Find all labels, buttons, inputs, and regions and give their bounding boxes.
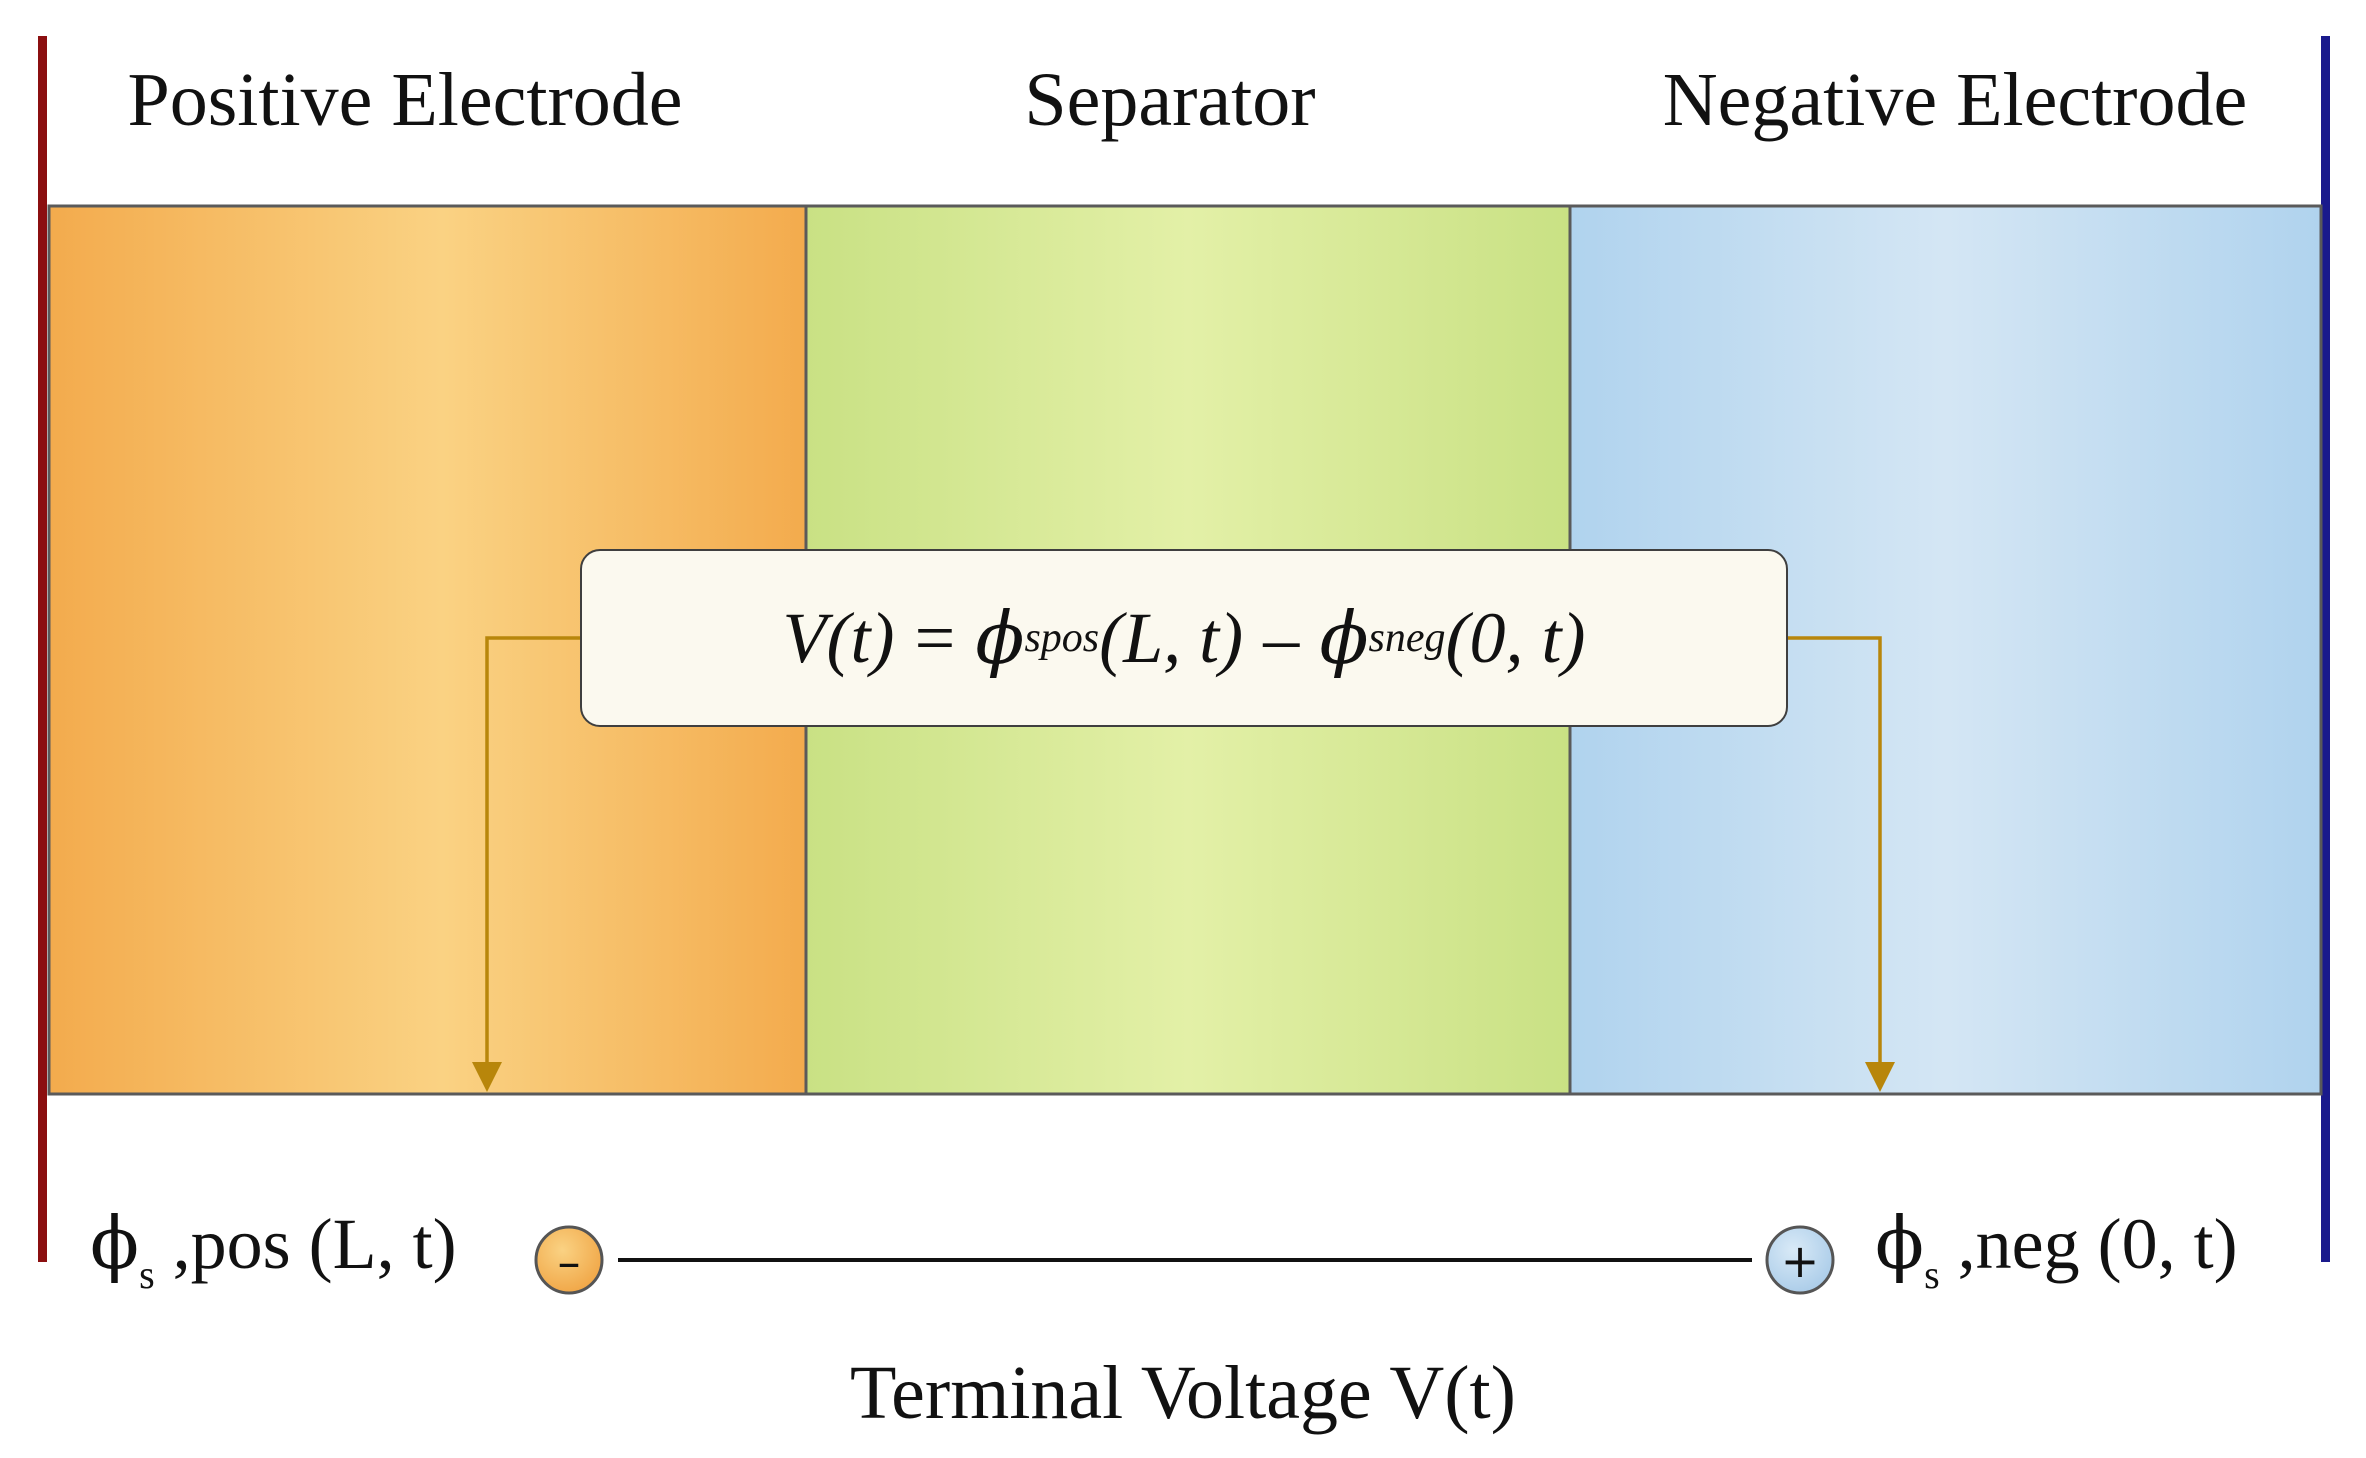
right-phi: ϕ [1875, 1201, 1925, 1285]
formula-args-neg: (0, t) [1445, 597, 1586, 678]
formula-minus: – [1263, 597, 1300, 678]
positive-terminal-icon [1765, 1225, 1835, 1295]
right-phi-sub: s [1924, 1252, 1940, 1297]
left-phi-sub: s [139, 1252, 155, 1297]
negative-electrode-potential-label: ϕs ,neg (0, t) [1875, 1198, 2238, 1320]
formula-phi-pos: ϕ [975, 596, 1025, 680]
formula-phi-neg: ϕ [1319, 596, 1369, 680]
separator-label: Separator [1024, 58, 1316, 142]
formula-lhs: V(t) [782, 597, 895, 678]
positive-electrode-label: Positive Electrode [127, 58, 683, 142]
negative-current-collector [2321, 36, 2330, 1262]
right-arrow-head [1865, 1062, 1895, 1092]
right-arrow-line [1786, 636, 1882, 1072]
formula-sub-spos: spos [1024, 615, 1100, 661]
negative-terminal-icon [534, 1225, 604, 1295]
terminal-voltage-caption: Terminal Voltage V(t) [850, 1351, 1516, 1435]
left-arrow-line [485, 636, 582, 1072]
left-arrow-head [472, 1062, 502, 1092]
negative-terminal-sign: – [558, 1235, 581, 1289]
left-potential-rest: ,pos (L, t) [154, 1204, 457, 1284]
formula-equals: = [914, 597, 956, 678]
positive-electrode-potential-label: ϕs ,pos (L, t) [90, 1198, 457, 1320]
formula-args-pos: (L, t) [1099, 597, 1244, 678]
negative-electrode-label: Negative Electrode [1662, 58, 2248, 142]
positive-terminal-sign: + [1781, 1234, 1820, 1288]
left-phi: ϕ [90, 1201, 140, 1285]
right-potential-rest: ,neg (0, t) [1939, 1204, 2238, 1284]
formula-sub-sneg: sneg [1368, 615, 1446, 661]
positive-current-collector [38, 36, 47, 1262]
